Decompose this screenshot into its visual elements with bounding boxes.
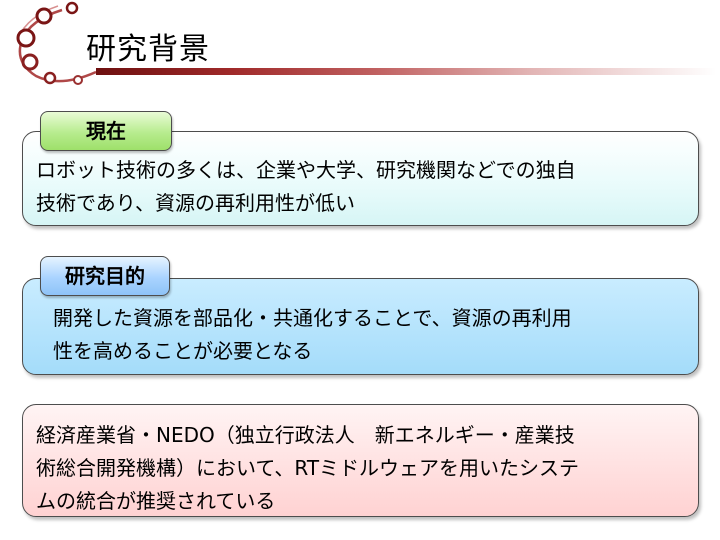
policy-note-text: 経済産業省・NEDO（独立行政法人 新エネルギー・産業技 術総合開発機構）におい… [36,419,579,518]
current-situation-text: ロボット技術の多くは、企業や大学、研究機関などでの独自 技術であり、資源の再利用… [36,154,576,220]
research-purpose-text: 開発した資源を部品化・共通化することで、資源の再利用 性を高めることが必要となる [53,302,572,368]
research-purpose-label-tab: 研究目的 [40,256,170,296]
decorative-ring-ornament [16,1,96,85]
note-line-2: 術総合開発機構）において、RTミドルウェアを用いたシステ [36,456,580,480]
policy-note-box [22,404,699,517]
current-line-2: 技術であり、資源の再利用性が低い [36,191,355,215]
purpose-line-1: 開発した資源を部品化・共通化することで、資源の再利用 [53,306,572,330]
purpose-line-2: 性を高めることが必要となる [53,339,313,363]
current-label-tab: 現在 [40,111,172,151]
page-title: 研究背景 [86,32,210,67]
title-underline [96,68,716,75]
current-line-1: ロボット技術の多くは、企業や大学、研究機関などでの独自 [36,158,576,182]
note-line-3: ムの統合が推奨されている [36,489,276,513]
note-line-1: 経済産業省・NEDO（独立行政法人 新エネルギー・産業技 [36,423,575,447]
